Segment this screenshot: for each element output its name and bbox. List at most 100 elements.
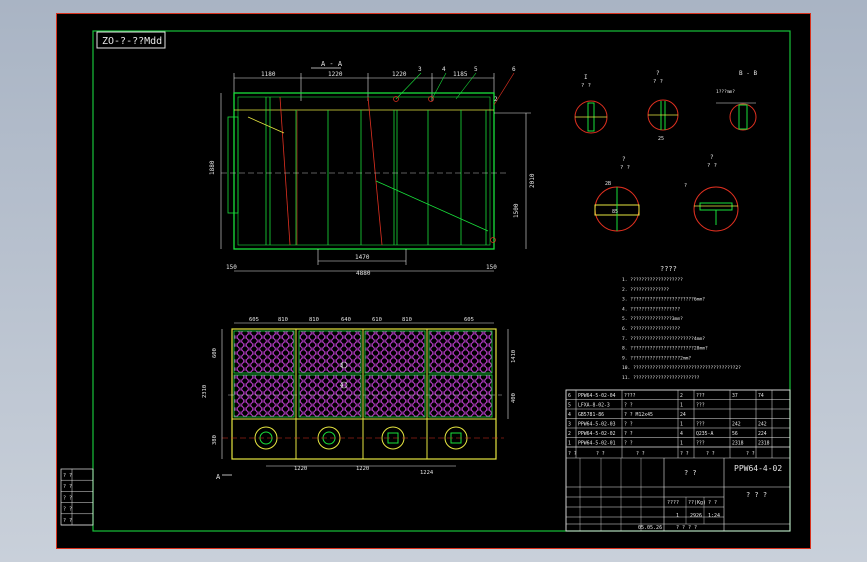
bom-cell: ? ?: [624, 422, 633, 428]
bom-cell: 24: [680, 412, 686, 418]
leader-4: 4: [442, 66, 446, 73]
bom-cell: 2: [680, 393, 683, 399]
notes-list: 1. ???????????????????2. ??????????????3…: [622, 277, 741, 381]
plan-top-dim-4: 640: [341, 317, 351, 323]
note-item: 11. ????????????????????????: [622, 375, 700, 381]
bom-cell: 242: [758, 422, 767, 428]
bom-cell: ???: [696, 422, 705, 428]
detail-mark-3: 85: [612, 209, 618, 215]
detail-sub-4: ? ?: [620, 165, 630, 171]
revision-table: ? ?? ?? ?? ?? ?: [60, 468, 94, 526]
drawing-number: PPW64-4-02: [734, 464, 782, 473]
plan-frame: [231, 328, 497, 460]
detail-mark-2: 2B: [605, 181, 611, 187]
bom-cell: Q235-A: [696, 431, 713, 437]
bom-cell: GB5781-86: [578, 412, 604, 418]
note-item: 7. ???????????????????????4mm?: [622, 336, 705, 342]
bom-cell: ????: [624, 393, 636, 399]
tank-frame: [233, 92, 495, 250]
bom-cell: PPW64-5-02-04: [578, 393, 616, 399]
right-dim-2: 1500: [513, 203, 520, 218]
plan-label-3: 3: [340, 363, 343, 369]
bom-header-cell: ? ?: [596, 451, 605, 457]
leader-5: 5: [474, 66, 478, 73]
bom-cell: 74: [758, 393, 764, 399]
detail-sub-3: 1???mm?: [716, 89, 735, 95]
revision-cell: ? ?: [63, 484, 72, 490]
bom-cell: 224: [758, 431, 767, 437]
code-stamp: ZO-?-??Mdd: [102, 36, 162, 47]
detail-views: I ? ? ? ? ? B - B 1???mm? ? ? ? ? ? ? 25…: [574, 70, 757, 232]
bom-cell: ???: [696, 403, 705, 409]
top-dim-3: 1220: [392, 71, 407, 78]
detail-tag-1: I: [584, 74, 588, 81]
note-item: 10. ????????????????????????????????????…: [622, 365, 741, 371]
detail-tag-3: B - B: [739, 70, 757, 77]
company-name: ? ? ?: [746, 491, 767, 499]
plan-bottom-dim-1: 1220: [294, 466, 307, 472]
top-dim-2: 1220: [328, 71, 343, 78]
top-dim-1: 1180: [261, 71, 276, 78]
bom-cell: 1: [680, 441, 683, 447]
bom-cell: 1: [568, 441, 571, 447]
bom-cell: ? ?: [624, 441, 633, 447]
drawing-sheet: ZO-?-??Mdd A - A 1180 1220 1220 1 1 85: [55, 12, 812, 550]
notes-title: ????: [660, 265, 677, 273]
bottom-dim-4: 150: [486, 264, 497, 271]
detail-sub-1: ? ?: [581, 83, 591, 89]
detail-mark-4: ?: [684, 183, 687, 189]
plan-left-dim-1: 600: [212, 348, 218, 358]
bom-cell: ? ?: [624, 431, 633, 437]
bom-cell: LFXA-8-02-3: [578, 403, 610, 409]
bom-header-cell: ? ?: [568, 451, 577, 457]
plan-left-dim-3: 380: [212, 435, 218, 445]
bom-cell: 242: [732, 422, 741, 428]
plan-label-4: 4: [340, 383, 344, 389]
plan-top-dim-3: 810: [309, 317, 319, 323]
ratio-label: ? ?: [708, 500, 717, 506]
bom-header-cell: ? ?: [706, 451, 715, 457]
plan-top-dim-2: 810: [278, 317, 288, 323]
bom-cell: ? ? M12x45: [624, 412, 653, 418]
bom-cell: 1: [680, 422, 683, 428]
note-item: 5. ???????????????3mm?: [622, 316, 683, 322]
total-weight: 2926: [690, 513, 702, 519]
bom-header-cell: ? ?: [746, 451, 755, 457]
detail-tag-4: ?: [622, 156, 626, 163]
bom-cell: PPW64-5-02-01: [578, 441, 616, 447]
bom-cell: PPW64-5-02-02: [578, 431, 616, 437]
plan-section-mark: A: [216, 473, 221, 481]
section-label: A - A: [321, 60, 343, 68]
right-dim-1: 2010: [529, 173, 536, 188]
leader-2: 2: [494, 96, 498, 103]
revision-cell: ? ?: [63, 495, 72, 501]
leader-3: 3: [418, 66, 422, 73]
plan-top-dim-5: 610: [372, 317, 382, 323]
code-stamp-box: [96, 31, 166, 49]
scale-ratio: 1:24: [708, 513, 720, 519]
note-item: 1. ???????????????????: [622, 277, 683, 283]
note-item: 9. ??????????????????2mm?: [622, 355, 691, 361]
plan-top-dim-6: 810: [402, 317, 412, 323]
drawing-date: 05.05.26: [638, 525, 662, 531]
note-item: 3. ???????????????????????6mm?: [622, 297, 705, 303]
bottom-dim-2: 4880: [356, 270, 371, 277]
bom-cell: 6: [568, 393, 571, 399]
bom-cell: 2318: [732, 441, 744, 447]
bom-cell: 5: [568, 403, 571, 409]
bom-header-cell: ? ?: [680, 451, 689, 457]
bottom-dim-3: 150: [226, 264, 237, 271]
title-block: PPW64-4-02 ? ? ? ? ? ???? ??(Kg) ? ? 1 2…: [566, 457, 790, 531]
plan-right-dim-2: 400: [511, 393, 517, 403]
detail-sub-2: ? ?: [653, 79, 663, 85]
revision-cell: ? ?: [63, 507, 72, 513]
plan-top-dim-7: 605: [464, 317, 474, 323]
leader-6: 6: [512, 66, 516, 73]
left-dim: 1880: [209, 160, 216, 175]
bom-header: ? ?? ?? ?? ?? ?? ?: [568, 451, 755, 457]
plan-right-dim-1: 1410: [511, 350, 517, 363]
plan-top-dim-1: 605: [249, 317, 259, 323]
inner-border: [92, 30, 791, 532]
